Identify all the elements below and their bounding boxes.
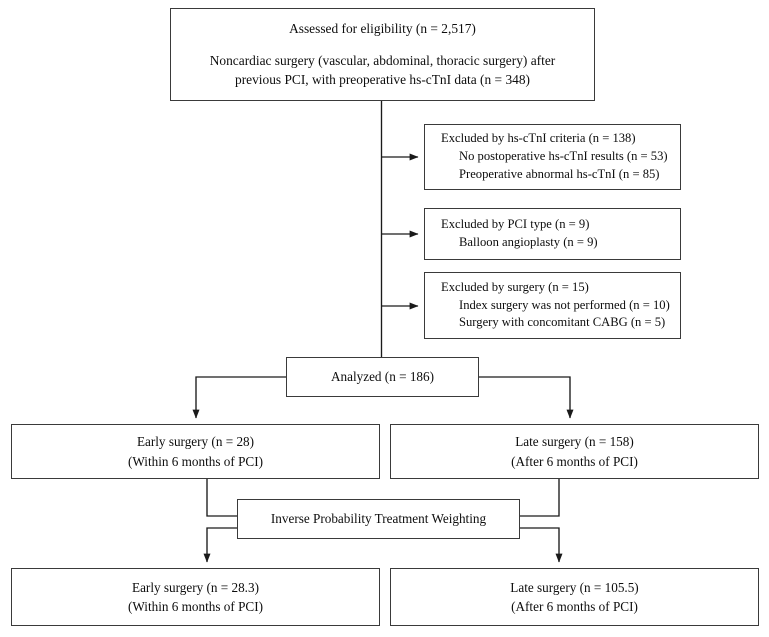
node-assessed-for-eligibility: Assessed for eligibility (n = 2,517) Non… xyxy=(170,8,595,101)
connector-late-to-iptw xyxy=(520,479,560,517)
connector-iptw-to-early-weighted xyxy=(203,527,237,563)
early-surgery-line-1: Early surgery (n = 28) xyxy=(136,434,255,450)
late-surgery-line-1: Late surgery (n = 158) xyxy=(515,434,634,450)
excluded-surgery-line-2: Index surgery was not performed (n = 10) xyxy=(459,297,670,312)
excluded-pci-line-1: Excluded by PCI type (n = 9) xyxy=(441,217,590,232)
assessed-line-3: previous PCI, with preoperative hs-cTnI … xyxy=(235,72,530,88)
assessed-line-2: Noncardiac surgery (vascular, abdominal,… xyxy=(209,52,556,68)
excluded-hscnti-line-1: Excluded by hs-cTnI criteria (n = 138) xyxy=(441,131,636,146)
excluded-hscnti-line-3: Preoperative abnormal hs-cTnI (n = 85) xyxy=(459,166,660,181)
excluded-surgery-line-1: Excluded by surgery (n = 15) xyxy=(441,279,589,294)
analyzed-line-1: Analyzed (n = 186) xyxy=(330,369,434,385)
excluded-pci-line-2: Balloon angioplasty (n = 9) xyxy=(459,235,598,249)
late-surgery-weighted-line-2: (After 6 months of PCI) xyxy=(511,599,638,614)
node-inverse-probability-treatment-weighting: Inverse Probability Treatment Weighting xyxy=(237,499,520,539)
connector-early-to-iptw xyxy=(206,479,237,517)
excluded-surgery-line-3: Surgery with concomitant CABG (n = 5) xyxy=(459,315,666,330)
connector-analyzed-to-late xyxy=(479,376,574,419)
node-excluded-by-hscnti-criteria: Excluded by hs-cTnI criteria (n = 138) N… xyxy=(424,124,681,190)
excluded-hscnti-line-2: No postoperative hs-cTnI results (n = 53… xyxy=(459,149,668,164)
node-early-surgery: Early surgery (n = 28) (Within 6 months … xyxy=(11,424,380,479)
node-early-surgery-weighted: Early surgery (n = 28.3) (Within 6 month… xyxy=(11,568,380,626)
early-surgery-weighted-line-1: Early surgery (n = 28.3) xyxy=(132,579,259,595)
early-surgery-weighted-line-2: (Within 6 months of PCI) xyxy=(127,599,263,614)
connector-analyzed-to-early xyxy=(192,376,286,419)
node-excluded-by-surgery: Excluded by surgery (n = 15) Index surge… xyxy=(424,272,681,339)
early-surgery-line-2: (Within 6 months of PCI) xyxy=(127,453,263,469)
assessed-line-1: Assessed for eligibility (n = 2,517) xyxy=(289,21,476,37)
late-surgery-line-2: (After 6 months of PCI) xyxy=(511,453,638,469)
node-late-surgery: Late surgery (n = 158) (After 6 months o… xyxy=(390,424,759,479)
node-late-surgery-weighted: Late surgery (n = 105.5) (After 6 months… xyxy=(390,568,759,626)
node-analyzed: Analyzed (n = 186) xyxy=(286,357,479,397)
connector-iptw-to-late-weighted xyxy=(520,527,563,563)
node-excluded-by-pci-type: Excluded by PCI type (n = 9) Balloon ang… xyxy=(424,208,681,260)
late-surgery-weighted-line-1: Late surgery (n = 105.5) xyxy=(510,579,639,595)
iptw-line-1: Inverse Probability Treatment Weighting xyxy=(270,511,487,527)
